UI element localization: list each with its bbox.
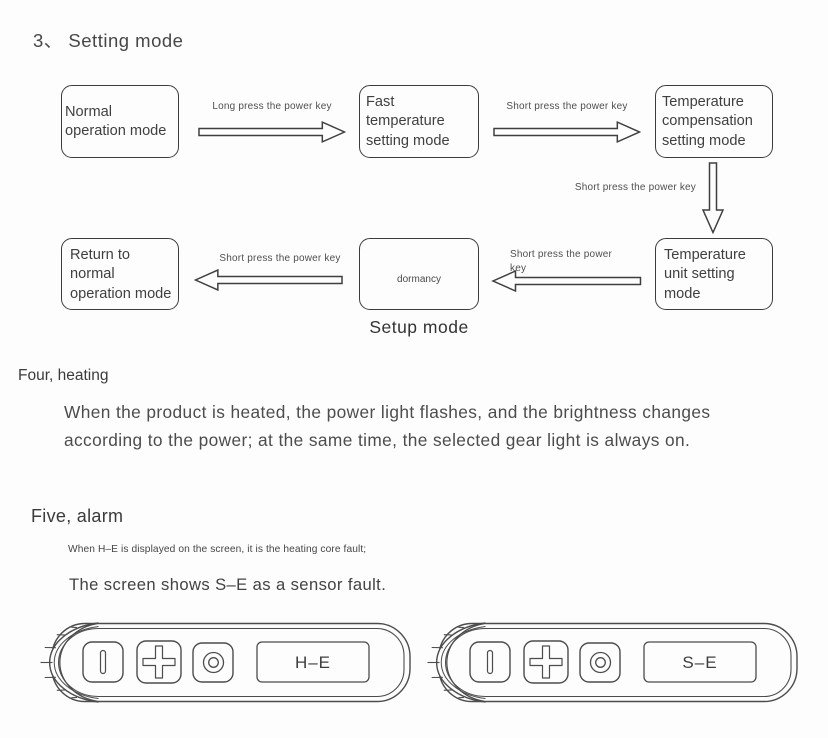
device-display: H–E [256,641,370,683]
ring-key-icon [192,642,234,683]
arrow-label-short-press-3: Short press the power key [219,253,341,264]
device-display: S–E [643,641,757,683]
alarm-body-se: The screen shows S–E as a sensor fault. [69,575,387,594]
display-code-se: S–E [682,653,717,672]
arrow-down-icon [701,162,725,234]
cap-grip-lines [427,626,464,699]
arrow-label-short-press-1: Short press the power key [506,101,628,112]
setup-mode-label: Setup mode [369,317,469,338]
arrow-right-icon [198,120,346,144]
section-heading-setting-mode: 3、 Setting mode [33,30,184,51]
arrow-label-short-press-2: Short press the power key [510,249,613,274]
heating-paragraph: When the product is heated, the power li… [64,402,711,450]
cap-grip-lines [40,626,77,699]
bar-key-icon [82,641,124,683]
flow-box-normal-operation: Normal operation mode [61,85,179,158]
flow-box-return-normal: Return to normal operation mode [61,238,179,310]
bar-key-icon [469,641,511,683]
arrow-left-icon [194,268,343,292]
alarm-note-he: When H–E is displayed on the screen, it … [68,544,367,555]
flow-box-temperature-compensation: Temperature compensation setting mode [655,85,773,158]
arrow-label-long-press: Long press the power key [212,101,332,112]
ring-key-icon [579,642,621,683]
plus-key-icon [523,640,569,684]
section-title-alarm: Five, alarm [31,506,124,526]
flow-box-temperature-unit: Temperature unit setting mode [655,238,773,310]
device-illustration-se: S–E [427,622,798,703]
arrow-right-icon [493,120,641,144]
display-code-he: H–E [295,653,331,672]
device-cap [427,622,486,703]
device-illustration-he: H–E [40,622,411,703]
arrow-left-icon [491,269,642,293]
flow-box-fast-temperature: Fast temperature setting mode [359,85,479,158]
section-title-heating: Four, heating [18,367,109,384]
flow-box-setup-mode: dormancy Setup mode [359,238,479,337]
device-cap [40,622,99,703]
plus-key-icon [136,640,182,684]
dormancy-label: dormancy [397,274,441,286]
arrow-label-short-press-down: Short press the power key [574,182,696,193]
